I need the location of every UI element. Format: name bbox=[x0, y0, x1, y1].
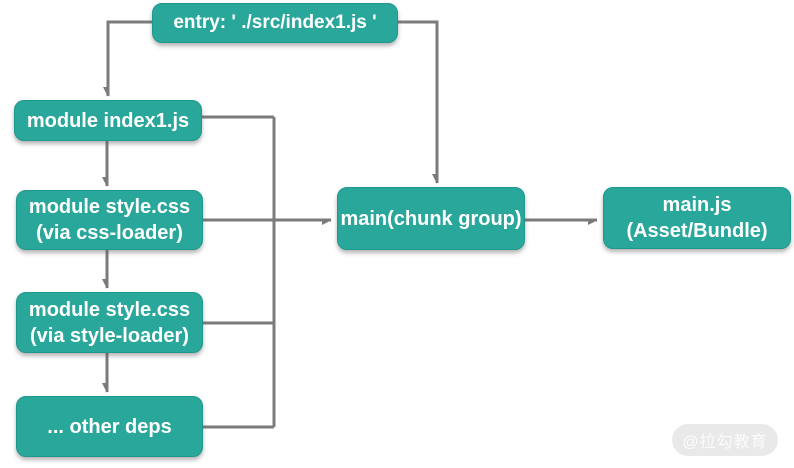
node-entry-label: entry: ' ./src/index1.js ' bbox=[173, 12, 377, 33]
node-bundle-line2: (Asset/Bundle) bbox=[626, 220, 768, 242]
node-module-style-loader-line2: (via style-loader) bbox=[30, 324, 189, 347]
edge-entry-to-module-index1 bbox=[108, 20, 152, 96]
node-module-style-loader-line1: module style.css bbox=[28, 298, 191, 321]
node-chunk-group-label: main(chunk group) bbox=[340, 207, 522, 230]
node-module-style-loader: module style.css (via style-loader) bbox=[16, 292, 203, 353]
node-entry: entry: ' ./src/index1.js ' bbox=[152, 3, 398, 43]
watermark-badge: @拉勾教育 bbox=[672, 424, 778, 456]
node-module-css-loader: module style.css (via css-loader) bbox=[16, 190, 203, 250]
node-module-css-loader-line1: module style.css bbox=[28, 196, 191, 218]
node-bundle-line1: main.js bbox=[662, 194, 732, 216]
node-other-deps: ... other deps bbox=[16, 396, 203, 457]
node-module-index1-label: module index1.js bbox=[26, 109, 190, 132]
watermark-label: @拉勾教育 bbox=[682, 434, 768, 451]
node-other-deps-label: ... other deps bbox=[47, 415, 172, 438]
node-module-index1: module index1.js bbox=[14, 100, 202, 141]
node-bundle: main.js (Asset/Bundle) bbox=[603, 187, 791, 249]
edge-entry-to-chunk-group bbox=[398, 20, 439, 183]
node-module-css-loader-line2: (via css-loader) bbox=[36, 222, 183, 244]
node-chunk-group: main(chunk group) bbox=[337, 187, 525, 250]
